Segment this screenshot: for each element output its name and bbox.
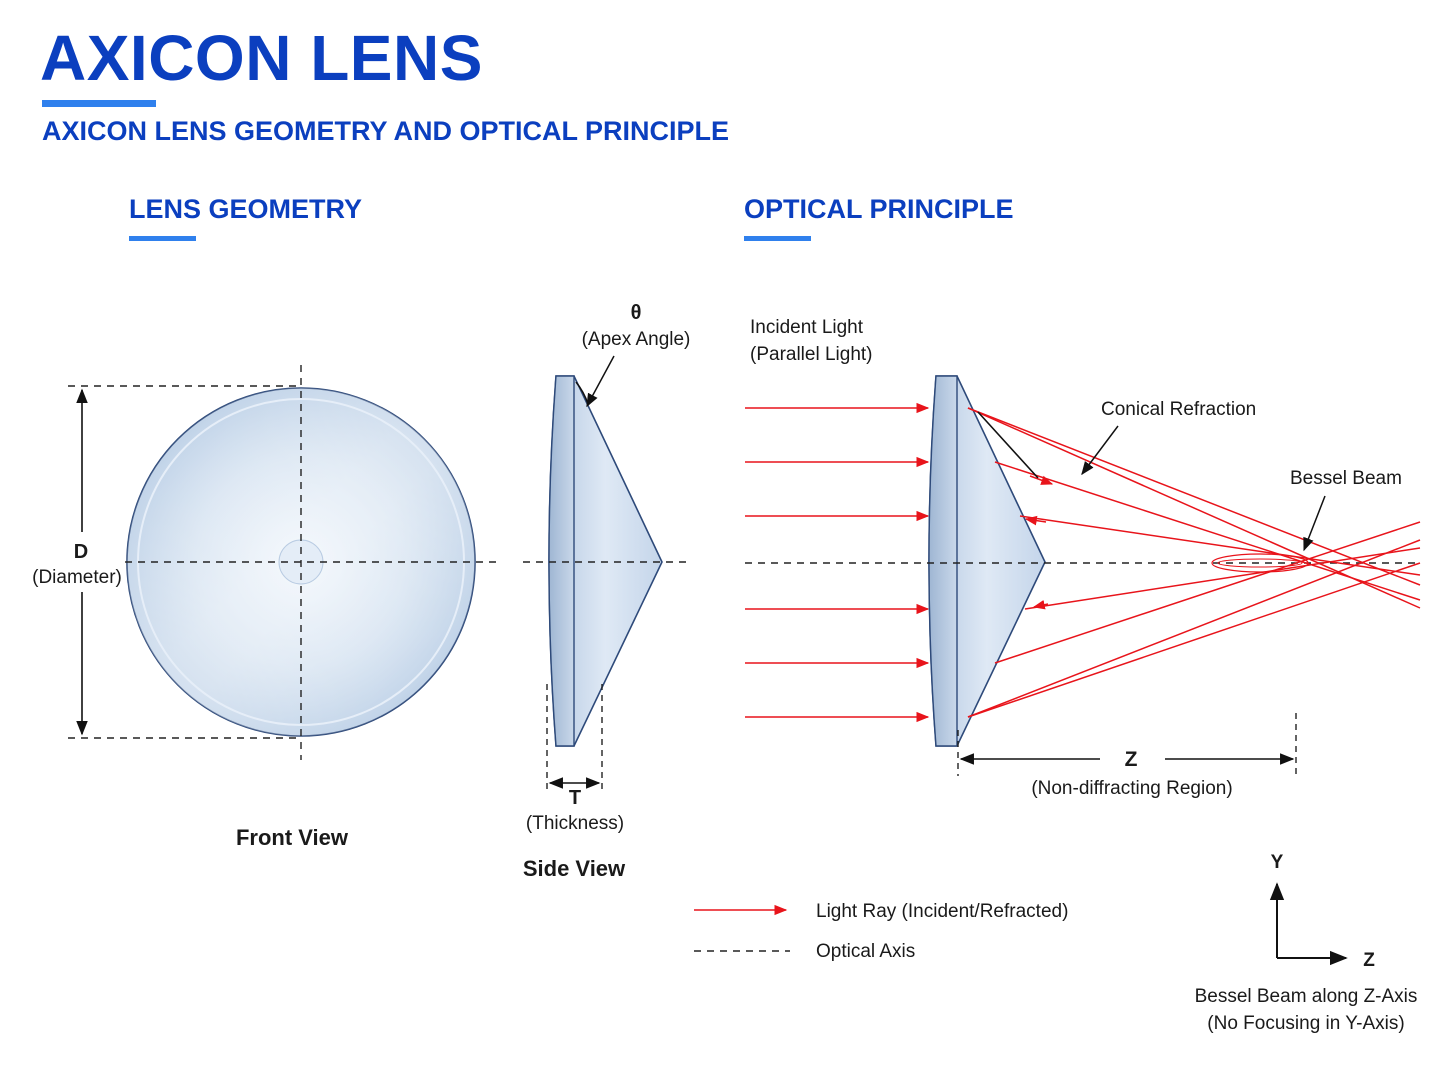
refracted-ray xyxy=(967,407,1421,586)
apex-angle-pointer xyxy=(586,355,615,408)
bessel-zone-inner xyxy=(1217,558,1303,568)
axes-caption-line2: (No Focusing in Y-Axis) xyxy=(1207,1013,1404,1034)
z-region-symbol: Z xyxy=(1125,748,1138,771)
apex-symbol: θ xyxy=(631,302,642,324)
bessel-zone-outer xyxy=(1211,553,1309,573)
title-accent-bar xyxy=(42,100,156,107)
front-view-caption: Front View xyxy=(236,825,349,850)
refracted-ray xyxy=(967,562,1421,718)
page-title: AXICON LENS xyxy=(40,22,483,94)
refracted-ray xyxy=(994,461,1421,601)
diameter-label: (Diameter) xyxy=(32,567,122,588)
refracted-ray xyxy=(994,521,1421,664)
section-title-principle: OPTICAL PRINCIPLE xyxy=(744,194,1014,224)
front-view: D (Diameter) Front View xyxy=(32,365,500,850)
side-view-caption: Side View xyxy=(523,856,626,881)
refracted-ray xyxy=(967,407,1421,609)
incident-label-line2: (Parallel Light) xyxy=(750,344,873,365)
bessel-beam-label: Bessel Beam xyxy=(1290,468,1402,489)
section-title-geometry: LENS GEOMETRY xyxy=(129,194,363,224)
optical-principle: Incident Light (Parallel Light) xyxy=(745,317,1421,799)
apex-angle-arc xyxy=(575,381,589,405)
thickness-symbol: T xyxy=(569,787,581,809)
axicon-lens-plate xyxy=(928,375,958,747)
lens-side-plate xyxy=(548,375,575,747)
conical-refraction-pointer xyxy=(1081,425,1119,476)
page-subtitle: AXICON LENS GEOMETRY AND OPTICAL PRINCIP… xyxy=(42,116,730,146)
cone-face-indicator xyxy=(977,411,1039,479)
ray-direction-marker xyxy=(1029,475,1054,485)
refracted-rays xyxy=(967,407,1421,718)
refracted-ray xyxy=(967,539,1421,718)
z-axis-label: Z xyxy=(1363,950,1375,971)
legend: Light Ray (Incident/Refracted) Optical A… xyxy=(694,901,1068,962)
ray-direction-marker xyxy=(1024,515,1047,526)
apex-label: (Apex Angle) xyxy=(582,329,691,350)
refracted-ray xyxy=(1019,515,1421,576)
section-bar-principle xyxy=(744,236,811,241)
side-view: θ (Apex Angle) T (Thickness) Side View xyxy=(523,302,691,881)
bessel-beam-pointer xyxy=(1303,495,1326,552)
ray-direction-marker xyxy=(1032,600,1049,610)
incident-label-line1: Incident Light xyxy=(750,317,864,338)
legend-ray-label: Light Ray (Incident/Refracted) xyxy=(816,901,1068,922)
axes-inset: Y Z Bessel Beam along Z-Axis (No Focusin… xyxy=(1195,852,1418,1034)
ray-direction-markers xyxy=(1024,475,1054,610)
conical-refraction-label: Conical Refraction xyxy=(1101,399,1256,420)
refracted-ray xyxy=(1024,547,1421,610)
section-bar-geometry xyxy=(129,236,196,241)
incident-rays xyxy=(745,402,930,723)
thickness-label: (Thickness) xyxy=(526,813,624,834)
diameter-symbol: D xyxy=(74,541,88,563)
y-axis-label: Y xyxy=(1271,852,1284,873)
legend-axis-label: Optical Axis xyxy=(816,941,915,962)
z-region-label: (Non-diffracting Region) xyxy=(1031,778,1232,799)
axes-caption-line1: Bessel Beam along Z-Axis xyxy=(1195,986,1418,1007)
